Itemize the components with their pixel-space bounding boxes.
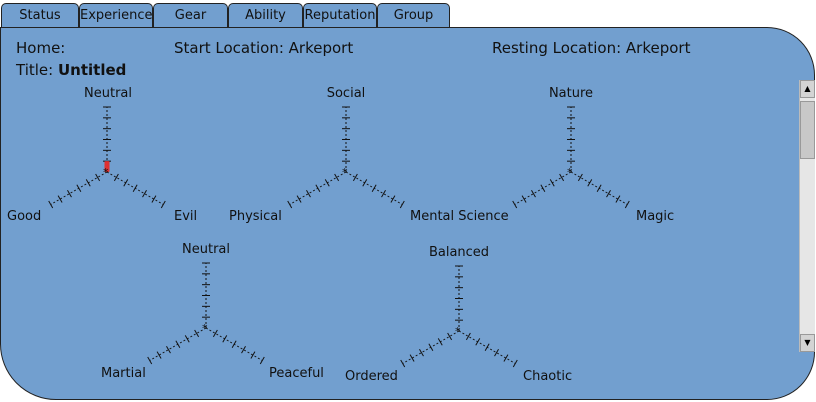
axis-tick (559, 173, 565, 182)
axis-tick (184, 335, 190, 343)
axis-tick (259, 356, 265, 365)
center-star-icon: * (567, 166, 573, 179)
axis-tick (151, 195, 157, 203)
triad-label-right: Evil (174, 209, 198, 224)
resting-location: Resting Location: Arkeport (492, 39, 691, 57)
axis-tick (494, 348, 499, 357)
axis-tick (57, 195, 63, 203)
triad-label-right: Peaceful (269, 366, 324, 381)
title-row: Title: Untitled (16, 61, 126, 79)
triad-label-top: Nature (548, 86, 594, 101)
axis-tick (296, 195, 302, 203)
axis-tick (624, 200, 630, 209)
triad-label-top: Neutral (182, 242, 230, 257)
axis-tick (437, 338, 443, 346)
axis-tick (400, 359, 406, 368)
axis-tick (587, 179, 593, 187)
axis-tick (352, 173, 358, 182)
axis-tick (577, 173, 583, 182)
axis-tick (371, 184, 377, 192)
axis-tick (142, 189, 147, 198)
axis-tick (521, 195, 527, 203)
axis-tick (362, 179, 368, 187)
axis-tick (156, 351, 162, 359)
axis-tick (334, 173, 340, 182)
tab-experience[interactable]: Experience (79, 3, 153, 27)
axis-tick (241, 345, 246, 354)
axis-tick (287, 200, 293, 209)
axis-tick (475, 338, 481, 346)
reputation-indicator (104, 161, 110, 172)
axis-tick (596, 184, 602, 192)
tab-reputation[interactable]: Reputation (303, 3, 377, 28)
axis-tick (512, 200, 518, 209)
triad-label-top: Social (326, 86, 366, 101)
axis-tick (465, 332, 471, 341)
axis-tick (85, 179, 91, 187)
axis-tick (512, 359, 518, 368)
axis-tick (194, 329, 200, 338)
axis-tick (390, 195, 396, 203)
axis-tick (381, 189, 386, 198)
title-label: Title: (16, 61, 54, 79)
axis-tick (250, 351, 256, 359)
triad-label-top: Balanced (428, 245, 490, 260)
axis-tick (212, 329, 218, 338)
axis-tick (419, 348, 424, 357)
scroll-down-icon[interactable]: ▼ (800, 334, 815, 352)
axis-tick (76, 184, 82, 192)
scrollbar[interactable]: ▲ ▼ (799, 80, 815, 352)
center-star-icon: * (103, 166, 109, 179)
triad-label-right: Mental Science (410, 209, 509, 224)
tab-ability[interactable]: Ability (228, 3, 303, 27)
reputation-panel (0, 27, 815, 400)
axis-tick (123, 179, 129, 187)
axis-tick (222, 335, 228, 343)
axis-tick (399, 200, 405, 209)
axis-tick (231, 340, 237, 348)
axis-tick (48, 200, 54, 209)
axis-tick (484, 343, 490, 351)
axis-tick (409, 354, 415, 362)
axis-tick (324, 179, 330, 187)
tab-gear[interactable]: Gear (153, 3, 228, 27)
axis-tick (428, 343, 434, 351)
title-value: Untitled (57, 61, 127, 79)
axis-tick (132, 184, 138, 192)
home-label: Home: (16, 39, 66, 57)
axis-tick (549, 179, 555, 187)
axis-tick (615, 195, 621, 203)
axis-tick (606, 189, 611, 198)
axis-tick (166, 345, 171, 354)
scroll-up-icon[interactable]: ▲ (800, 80, 815, 98)
axis-tick (160, 200, 166, 209)
triad-label-left: Ordered (345, 369, 398, 384)
tab-status[interactable]: Status (1, 3, 79, 27)
axis-tick (540, 184, 546, 192)
scrollbar-thumb[interactable] (800, 101, 815, 159)
tab-group[interactable]: Group (377, 3, 450, 27)
triad-label-right: Magic (636, 209, 675, 224)
start-location: Start Location: Arkeport (174, 39, 354, 57)
axis-tick (531, 189, 536, 198)
axis-tick (306, 189, 311, 198)
center-star-icon: * (202, 322, 208, 335)
triad-label-left: Physical (229, 209, 282, 224)
triad-label-right: Chaotic (523, 369, 573, 384)
axis-tick (147, 356, 153, 365)
axis-tick (113, 173, 119, 182)
triad-label-left: Martial (101, 366, 146, 381)
axis-tick (503, 354, 509, 362)
axis-tick (447, 332, 453, 341)
axis-tick (175, 340, 181, 348)
axis-tick (315, 184, 321, 192)
triad-label-left: Good (7, 209, 42, 224)
center-star-icon: * (342, 166, 348, 179)
center-star-icon: * (455, 325, 461, 338)
axis-tick (67, 189, 72, 198)
axis-tick (95, 173, 101, 182)
triad-label-top: Neutral (84, 86, 132, 101)
